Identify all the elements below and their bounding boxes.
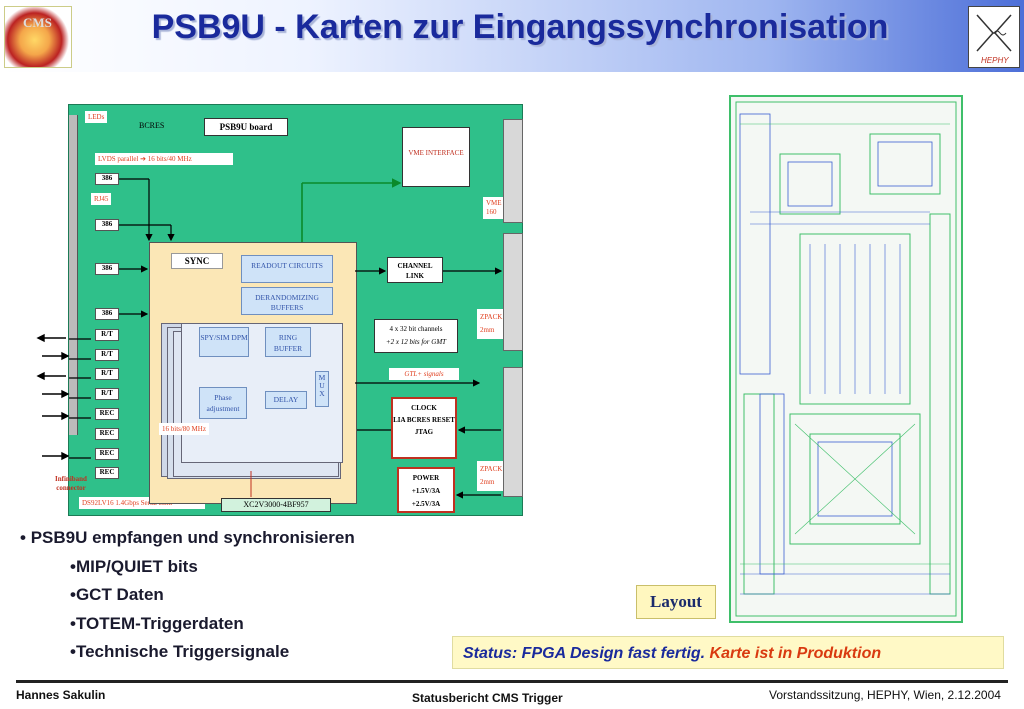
channel-link-box: CHANNEL LINK <box>387 257 443 283</box>
main-bullet: • PSB9U empfangen und synchronisieren <box>20 528 355 547</box>
bullet-item-2: •GCT Daten <box>70 585 164 604</box>
channels-line1: 4 x 32 bit channels <box>389 325 443 333</box>
mux-box: M U X <box>315 371 329 407</box>
footer-event: Vorstandssitzung, HEPHY, Wien, 2.12.2004 <box>769 688 1001 702</box>
zpack-text-1: ZPACK <box>480 313 503 321</box>
rec-chip-3: REC <box>95 448 119 460</box>
readout-box: READOUT CIRCUITS <box>241 255 333 283</box>
zpack-connector-2 <box>503 367 523 497</box>
channels-box: 4 x 32 bit channels +2 x 12 bits for GMT <box>374 319 458 353</box>
io-arrows <box>36 333 70 461</box>
title-bar <box>0 0 1024 72</box>
rt-chip-3: R/T <box>95 368 119 380</box>
vme-connector <box>503 119 523 223</box>
phase-box: Phase adjustment <box>199 387 247 419</box>
layout-label: Layout <box>636 585 716 619</box>
status-box: Status: FPGA Design fast fertig. Karte i… <box>452 636 1004 669</box>
footer-author: Hannes Sakulin <box>16 688 106 702</box>
clock-line3: JTAG <box>414 428 434 436</box>
bullet-item-3: •TOTEM-Triggerdaten <box>70 614 244 633</box>
zpack-mm-2: 2mm <box>480 478 495 486</box>
footer-rule <box>16 680 1008 683</box>
chip-386-2: 386 <box>95 219 119 231</box>
lvds-label: LVDS parallel ➔ 16 bits/40 MHz <box>95 153 233 165</box>
bullet-item-1: •MIP/QUIET bits <box>70 557 198 576</box>
leds-label: LEDs <box>85 111 108 123</box>
zpack-text-2: ZPACK <box>480 465 503 473</box>
vme-interface-box: VME INTERFACE <box>402 127 470 187</box>
ring-box: RING BUFFER <box>265 327 311 357</box>
clock-line2: LIA BCRES RESET <box>393 416 455 424</box>
chip-386-3: 386 <box>95 263 119 275</box>
zpack-connector-1 <box>503 233 523 351</box>
zpack-label-2: ZPACK 2mm <box>477 461 505 491</box>
clock-box: CLOCK LIA BCRES RESET JTAG <box>391 397 457 459</box>
rt-chip-1: R/T <box>95 329 119 341</box>
status-text-1: Status: FPGA Design fast fertig. <box>463 645 710 662</box>
zpack-label-1: ZPACK 2mm <box>477 309 505 339</box>
delay-box: DELAY <box>265 391 307 409</box>
hephy-logo: HEPHY <box>968 6 1020 68</box>
rec-chip-4: REC <box>95 467 119 479</box>
vme160-label: VME 160 <box>483 197 507 219</box>
board-diagram: LEDs BCRES PSB9U board LVDS parallel ➔ 1… <box>55 104 523 516</box>
cms-logo: CMS <box>4 6 72 68</box>
left-connector-strip <box>69 115 78 435</box>
status-text-2: Karte ist in Produktion <box>709 645 882 662</box>
bits80-label: 16 bits/80 MHz <box>159 423 209 435</box>
rec-chip-2: REC <box>95 428 119 440</box>
diagram-arrows <box>69 178 503 499</box>
rt-chip-4: R/T <box>95 388 119 400</box>
spy-box: SPY/SIM DPM <box>199 327 249 357</box>
pcb-layout-image <box>729 95 963 623</box>
board-title-box: PSB9U board <box>204 118 288 136</box>
gtl-label: GTL+ signals <box>389 368 459 380</box>
rt-chip-2: R/T <box>95 349 119 361</box>
power-line2: +1.5V/3A <box>411 487 441 495</box>
clock-line1: CLOCK <box>411 404 437 412</box>
bullet-item-4: •Technische Triggersignale <box>70 642 290 661</box>
channels-line2: +2 x 12 bits for GMT <box>385 338 447 346</box>
power-line3: +2.5V/3A <box>411 500 441 508</box>
bcres-label: BCRES <box>139 121 165 130</box>
derand-box: DERANDOMIZING BUFFERS <box>241 287 333 315</box>
rec-chip-1: REC <box>95 408 119 420</box>
rj45-label: RJ45 <box>91 193 112 205</box>
zpack-mm-1: 2mm <box>480 326 495 334</box>
power-box: POWER +1.5V/3A +2.5V/3A <box>397 467 455 513</box>
svg-text:HEPHY: HEPHY <box>981 56 1009 65</box>
sync-label: SYNC <box>171 253 223 269</box>
fpga-part-label: XC2V3000-4BF957 <box>221 498 331 512</box>
slide-title: PSB9U - Karten zur Eingangssynchronisati… <box>151 8 889 46</box>
chip-386-1: 386 <box>95 173 119 185</box>
infiniband-label: Infiniband connector <box>55 475 87 492</box>
main-bullet-text: PSB9U empfangen und synchronisieren <box>30 528 355 547</box>
footer-title: Statusbericht CMS Trigger <box>412 691 563 705</box>
power-line1: POWER <box>412 474 440 482</box>
chip-386-4: 386 <box>95 308 119 320</box>
